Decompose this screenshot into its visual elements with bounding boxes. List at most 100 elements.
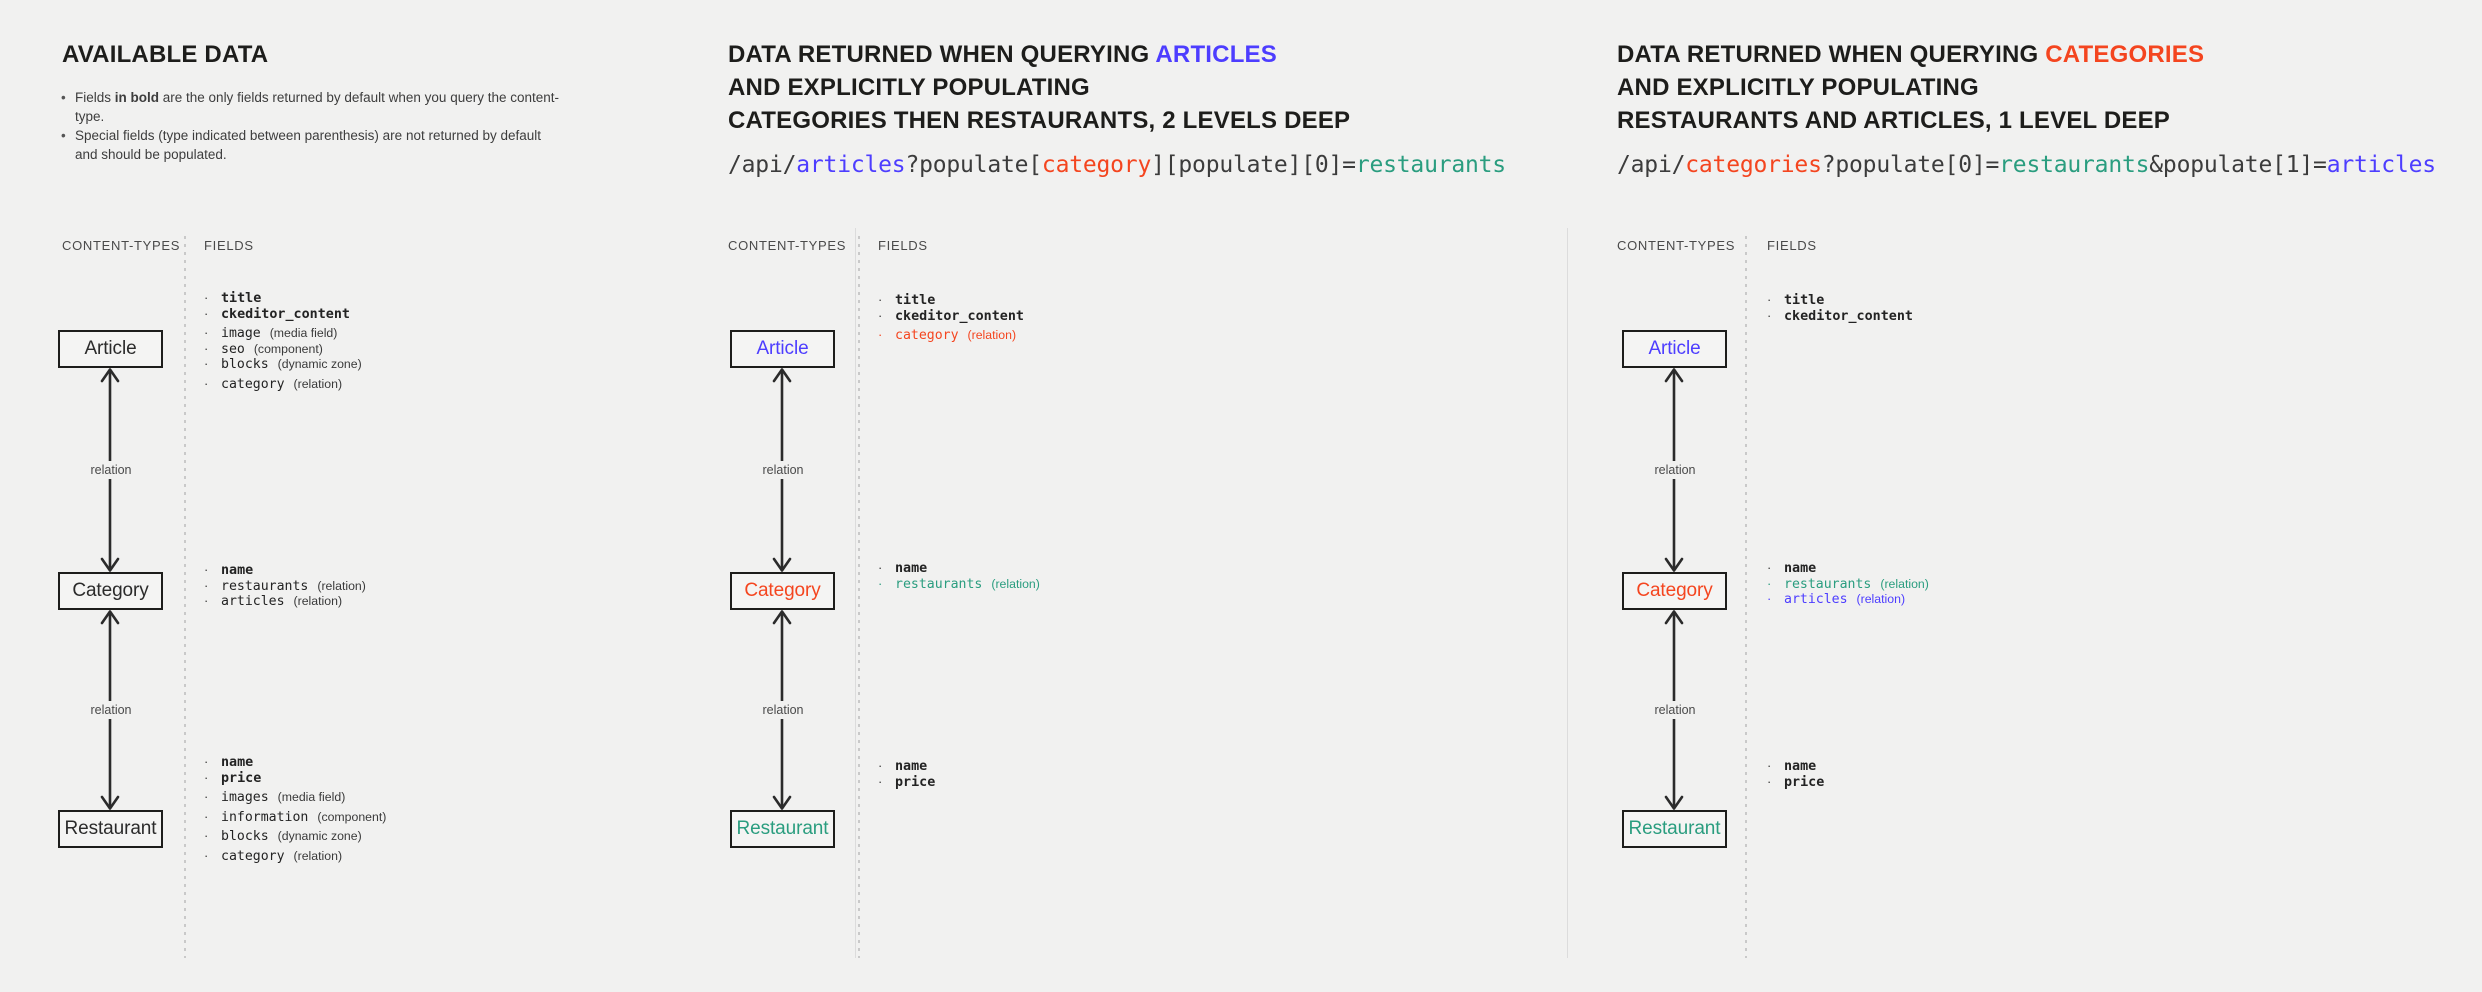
api-endpoint-string: /api/articles?populate[category][populat… xyxy=(728,152,1506,178)
field-name: name xyxy=(221,563,254,578)
field-name: articles xyxy=(1784,592,1848,608)
entity-box-category[interactable]: Category xyxy=(58,572,163,610)
field-row: ·seo(component) xyxy=(204,341,362,357)
relation-label: relation xyxy=(1650,701,1700,719)
field-row: · name xyxy=(204,562,366,578)
field-row: ·name xyxy=(878,560,1040,576)
field-bullet-icon: · xyxy=(1767,560,1772,575)
text-run: ?populate[ xyxy=(905,152,1042,178)
field-row: · articles (relation) xyxy=(1767,591,1929,607)
field-row: · name xyxy=(878,758,935,774)
entity-box-article[interactable]: Article xyxy=(730,330,835,368)
field-row: ·title xyxy=(204,290,362,306)
field-row: ·price xyxy=(878,774,935,790)
entity-box-category[interactable]: Category xyxy=(1622,572,1727,610)
field-type: (relation) xyxy=(317,578,366,593)
panel-heading-line: DATA RETURNED WHEN QUERYING ARTICLES xyxy=(728,38,1277,71)
fields-column-label: FIELDS xyxy=(204,238,254,253)
field-list: · name·price xyxy=(878,758,935,790)
bullet-dot-icon xyxy=(61,145,75,164)
field-bullet-icon: · xyxy=(878,292,883,307)
field-type: (relation) xyxy=(991,576,1040,591)
field-bullet-icon: · xyxy=(878,575,883,591)
panel-heading-line: AND EXPLICITLY POPULATING xyxy=(1617,71,1979,104)
field-bullet-icon: · xyxy=(204,789,209,805)
field-row: · restaurants (relation) xyxy=(878,576,1040,592)
field-row: · ckeditor_content xyxy=(878,308,1024,324)
field-type: (relation) xyxy=(967,328,1017,343)
entity-box-category[interactable]: Category xyxy=(730,572,835,610)
entity-box-article[interactable]: Article xyxy=(58,330,163,368)
field-name: name xyxy=(1784,561,1817,576)
field-row: · name xyxy=(204,754,386,770)
field-bullet-icon: · xyxy=(1767,591,1772,607)
text-run: AND EXPLICITLY POPULATING xyxy=(728,74,1090,101)
field-bullet-icon: · xyxy=(204,847,209,863)
field-row: ·name xyxy=(1767,758,1824,774)
legend-bullet-row: and should be populated. xyxy=(61,145,581,164)
field-name: information xyxy=(221,809,309,825)
field-bullet-icon: · xyxy=(204,808,209,824)
field-type: (relation) xyxy=(293,848,343,863)
field-name: title xyxy=(895,293,936,308)
column-dotted-divider xyxy=(1745,236,1747,958)
field-bullet-icon: · xyxy=(204,325,209,341)
field-name: articles xyxy=(221,594,285,610)
field-name: seo xyxy=(221,341,245,357)
field-bullet-icon: · xyxy=(204,828,209,844)
field-bullet-icon: · xyxy=(878,307,883,323)
bullet-dot-icon: • xyxy=(61,90,66,105)
entity-box-restaurant[interactable]: Restaurant xyxy=(1622,810,1727,848)
field-name: restaurants xyxy=(221,578,309,594)
content-types-column-label: CONTENT-TYPES xyxy=(62,238,181,253)
field-name: name xyxy=(895,759,928,774)
field-list: ·title·ckeditor_content·category(relatio… xyxy=(878,292,1024,343)
field-row: ·image(media field) xyxy=(204,325,362,341)
content-types-column-label: CONTENT-TYPES xyxy=(1617,238,1736,253)
text-run: RESTAURANTS AND ARTICLES, 1 LEVEL DEEP xyxy=(1617,107,2170,134)
field-bullet-icon: · xyxy=(878,758,883,773)
field-bullet-icon: · xyxy=(204,562,209,577)
field-list: ·name·restaurants(relation)·articles(rel… xyxy=(1767,560,1929,607)
field-name: price xyxy=(221,770,262,786)
fields-column-label: FIELDS xyxy=(878,238,928,253)
relation-label: relation xyxy=(1650,461,1700,479)
text-run: DATA RETURNED WHEN QUERYING xyxy=(1617,41,2046,68)
field-bullet-icon: · xyxy=(204,754,209,769)
field-name: name xyxy=(221,755,254,770)
bullet-dot-icon: • xyxy=(61,128,66,143)
text-run: restaurants xyxy=(1355,152,1506,178)
field-name: blocks xyxy=(221,357,269,373)
text-run: /api/ xyxy=(728,152,797,178)
field-list: ·title·ckeditor_content·image(media fiel… xyxy=(204,290,362,392)
field-name: title xyxy=(221,291,262,306)
relation-label: relation xyxy=(758,701,808,719)
panel-divider-2 xyxy=(1567,228,1568,958)
field-name: ckeditor_content xyxy=(895,308,1024,324)
field-row: · name xyxy=(1767,560,1929,576)
text-run: articles xyxy=(2326,152,2436,178)
field-list: ·name· restaurants (relation) xyxy=(878,560,1040,592)
entity-box-article[interactable]: Article xyxy=(1622,330,1727,368)
field-name: restaurants xyxy=(895,576,983,592)
column-dotted-divider xyxy=(858,236,860,958)
relation-label: relation xyxy=(86,461,136,479)
field-bullet-icon: · xyxy=(204,577,209,593)
field-type: (relation) xyxy=(1856,592,1906,607)
entity-box-restaurant[interactable]: Restaurant xyxy=(730,810,835,848)
panel-heading-line: CATEGORIES THEN RESTAURANTS, 2 LEVELS DE… xyxy=(728,104,1350,137)
field-bullet-icon: · xyxy=(204,769,209,785)
text-run: ][populate][0]= xyxy=(1151,152,1356,178)
field-row: ·blocks(dynamic zone) xyxy=(204,828,386,844)
text-run: AND EXPLICITLY POPULATING xyxy=(1617,74,1979,101)
field-bullet-icon: · xyxy=(204,305,209,321)
field-type: (component) xyxy=(317,809,387,824)
text-run: CATEGORIES xyxy=(2045,41,2205,68)
entity-box-restaurant[interactable]: Restaurant xyxy=(58,810,163,848)
legend-bullet-text: Fields in bold are the only fields retur… xyxy=(75,90,560,124)
field-bullet-icon: · xyxy=(1767,575,1772,591)
panel-heading-line: AND EXPLICITLY POPULATING xyxy=(728,71,1090,104)
api-endpoint-string: /api/categories?populate[0]=restaurants&… xyxy=(1617,152,2436,178)
field-bullet-icon: · xyxy=(878,327,883,343)
